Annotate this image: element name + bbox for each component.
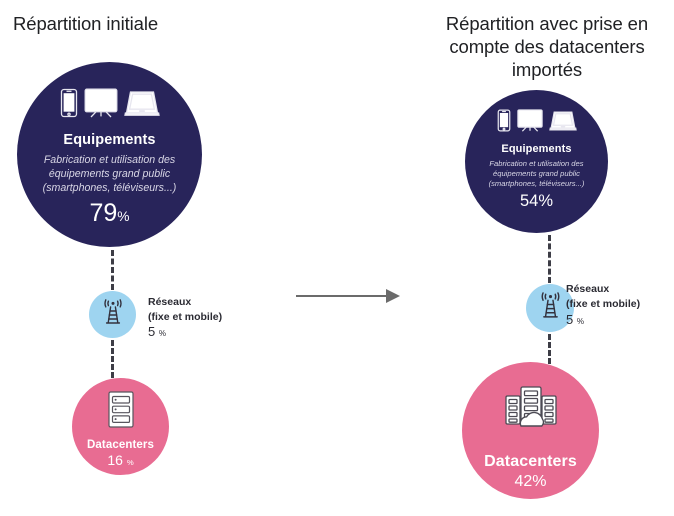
value-number: 16 bbox=[107, 452, 123, 468]
bubble-label-equipements-left: Equipements bbox=[63, 132, 156, 148]
bubble-equipements-left[interactable]: Equipements Fabrication et utilisation d… bbox=[17, 62, 202, 247]
connector-reseaux-datacenters-right bbox=[548, 334, 551, 364]
panel-initial-distribution: Répartition initiale bbox=[0, 0, 300, 516]
value-number: 54 bbox=[519, 192, 539, 210]
reseaux-label-left: Réseaux (fixe et mobile) bbox=[148, 296, 223, 323]
reseaux-value-left: 5 % bbox=[148, 324, 166, 339]
antenna-tower-icon bbox=[536, 291, 565, 325]
bubble-value-datacenters-left: 16 % bbox=[107, 452, 133, 468]
connector-reseaux-datacenters-left bbox=[111, 340, 114, 378]
value-number: 42 bbox=[514, 473, 533, 490]
value-number: 5 bbox=[566, 312, 574, 327]
panel-distribution-with-imported-datacenters: Répartition avec prise en compte des dat… bbox=[420, 0, 674, 516]
bubble-reseaux-right[interactable] bbox=[526, 284, 574, 332]
smartphone-icon bbox=[60, 88, 78, 123]
value-number: 5 bbox=[148, 324, 156, 339]
equipement-icon-group bbox=[497, 109, 577, 137]
value-unit: % bbox=[538, 192, 554, 210]
connector-equipements-reseaux-left bbox=[111, 250, 114, 290]
value-unit: % bbox=[532, 473, 547, 490]
reseaux-value-right: 5 % bbox=[566, 312, 584, 327]
television-icon bbox=[516, 109, 543, 137]
page-title-left: Répartition initiale bbox=[13, 13, 159, 34]
connector-equipements-reseaux-right bbox=[548, 235, 551, 283]
bubble-value-datacenters-right: 42% bbox=[514, 473, 546, 491]
antenna-tower-icon bbox=[99, 298, 127, 331]
bubble-datacenters-right[interactable]: Datacenters 42% bbox=[462, 362, 599, 499]
bubble-datacenters-left[interactable]: Datacenters 16 % bbox=[72, 378, 169, 475]
datacenter-cloud-icon bbox=[501, 384, 561, 437]
laptop-icon bbox=[123, 88, 160, 123]
bubble-reseaux-left[interactable] bbox=[89, 291, 136, 338]
server-rack-icon bbox=[106, 391, 136, 433]
bubble-label-datacenters-right: Datacenters bbox=[484, 453, 577, 470]
value-unit: % bbox=[158, 329, 167, 338]
bubble-label-equipements-right: Equipements bbox=[501, 143, 572, 155]
value-unit: % bbox=[576, 317, 585, 326]
television-icon bbox=[84, 88, 118, 123]
bubble-equipements-right[interactable]: Equipements Fabrication et utilisation d… bbox=[465, 90, 608, 233]
bubble-description-equipements-right: Fabrication et utilisation des équipemen… bbox=[488, 159, 585, 188]
value-unit: % bbox=[117, 209, 130, 224]
bubble-label-datacenters-left: Datacenters bbox=[87, 439, 154, 451]
arrow-right-icon bbox=[294, 286, 402, 311]
value-unit: % bbox=[126, 458, 134, 467]
bubble-value-equipements-left: 79% bbox=[89, 200, 129, 230]
bubble-value-equipements-right: 54% bbox=[520, 192, 553, 211]
value-number: 79 bbox=[89, 199, 118, 227]
bubble-description-equipements-left: Fabrication et utilisation des équipemen… bbox=[42, 154, 177, 194]
laptop-icon bbox=[548, 109, 577, 137]
reseaux-label-right: Réseaux (fixe et mobile) bbox=[566, 283, 641, 310]
equipement-icon-group bbox=[60, 88, 160, 123]
page-title-right: Répartition avec prise en compte des dat… bbox=[445, 13, 649, 80]
smartphone-icon bbox=[497, 109, 511, 137]
